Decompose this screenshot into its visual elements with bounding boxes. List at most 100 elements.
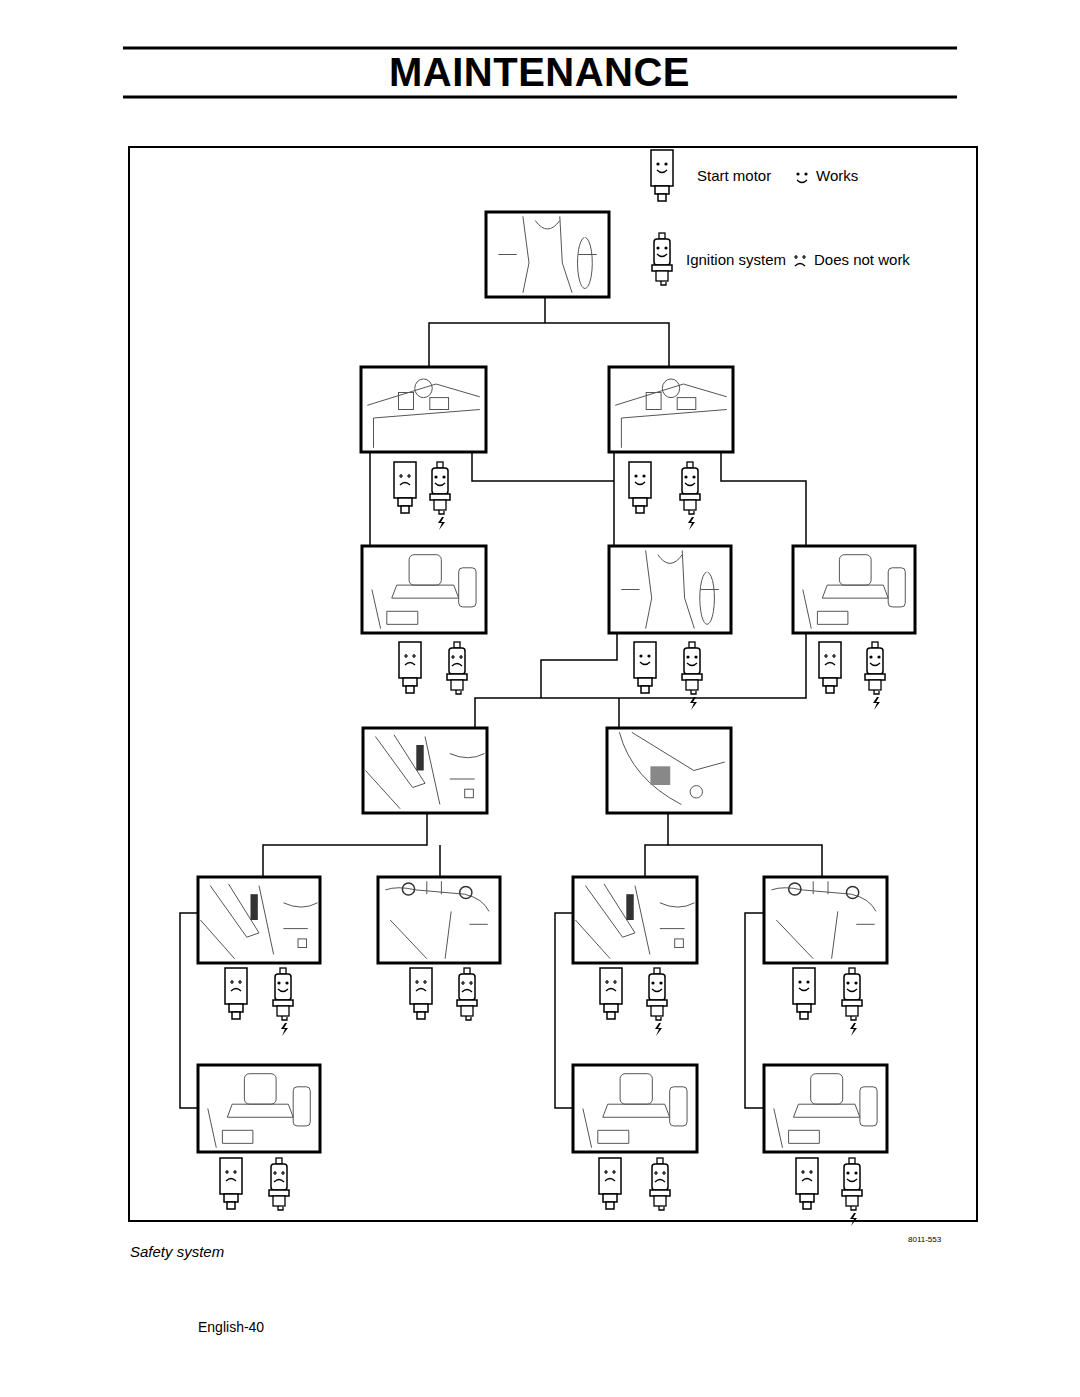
switch-sketch	[430, 398, 449, 410]
tank-sketch	[293, 1087, 310, 1126]
eye	[798, 980, 801, 983]
frown	[400, 483, 410, 486]
plug-thread	[846, 1006, 858, 1016]
seat-back-sketch	[839, 555, 871, 585]
plug-insulator	[867, 648, 883, 674]
label-sketch	[298, 939, 307, 948]
header-rule	[123, 96, 957, 99]
not-working-face-symbol	[794, 255, 806, 266]
panel-sketch	[619, 732, 724, 804]
plug-hex	[652, 265, 672, 271]
motor-shaft	[417, 1012, 425, 1019]
plug-thread	[684, 500, 696, 510]
photo-box	[198, 877, 320, 963]
seat-sketch	[603, 1104, 670, 1117]
spark-plug-icon	[680, 462, 700, 530]
motor-shaft	[800, 1012, 808, 1019]
handle-sketch	[626, 894, 633, 920]
plug-electrode	[282, 1016, 287, 1020]
photo-box	[764, 877, 887, 963]
plug-thread	[654, 1196, 666, 1206]
plug-insulator	[682, 468, 698, 494]
frown	[416, 989, 426, 992]
start-motor-icon	[399, 642, 421, 693]
plug-terminal	[654, 968, 660, 974]
flow-line	[541, 633, 617, 698]
knob-sketch	[662, 379, 679, 398]
plug-terminal	[276, 1158, 282, 1164]
cross-eye	[604, 1170, 608, 1174]
switch-sketch	[646, 393, 661, 410]
smile	[278, 989, 288, 992]
spark-plug-icon	[842, 1158, 862, 1226]
cross-eye	[281, 1171, 285, 1175]
page-title: MAINTENANCE	[389, 52, 690, 92]
tank-sketch	[860, 1087, 877, 1126]
seat-back-sketch	[811, 1074, 843, 1104]
plug-insulator	[654, 239, 670, 265]
motor-shaft	[607, 1012, 615, 1019]
seat-sketch	[793, 1104, 859, 1117]
photo-box	[573, 1065, 697, 1152]
label-sketch	[675, 939, 684, 948]
seat-back-sketch	[244, 1074, 276, 1104]
plug-electrode	[466, 1016, 471, 1020]
flow-line	[429, 323, 669, 367]
motor-shaft	[641, 686, 649, 693]
spark-plug-icon	[647, 968, 667, 1036]
cross-eye	[230, 980, 234, 984]
plug-terminal	[464, 968, 470, 974]
frown	[802, 1179, 812, 1182]
start-motor-icon	[819, 642, 841, 693]
console-sketch	[774, 1109, 820, 1148]
photo-box	[198, 1065, 320, 1152]
plug-electrode	[851, 1206, 856, 1210]
eye	[806, 980, 809, 983]
photo-frame	[362, 546, 486, 633]
motor-shaft	[636, 506, 644, 513]
plug-terminal	[849, 968, 855, 974]
flow-line	[645, 813, 668, 877]
spark-plug-icon	[842, 968, 862, 1036]
cross-eye	[415, 980, 419, 984]
plug-insulator	[684, 648, 700, 674]
motor-body	[394, 462, 416, 498]
flow-line	[668, 845, 822, 877]
arrow-symbol	[427, 881, 442, 894]
cross-eye	[654, 1171, 658, 1175]
photo-box	[362, 546, 486, 633]
arrow-symbol	[813, 881, 828, 894]
plug-insulator	[432, 468, 448, 494]
cross-eye	[605, 980, 609, 984]
cross-eye	[613, 980, 617, 984]
console-sketch	[372, 590, 418, 629]
plug-hex	[430, 494, 450, 500]
plug-insulator	[449, 648, 465, 674]
plug-insulator	[459, 974, 475, 1000]
start-motor-icon	[225, 968, 247, 1019]
motor-flange	[800, 1194, 814, 1202]
motor-body	[634, 642, 656, 678]
photo-frame	[486, 212, 609, 297]
start-motor-icon	[629, 462, 651, 513]
plug-thread	[277, 1006, 289, 1016]
knob-sketch	[690, 786, 702, 798]
smile	[847, 989, 857, 992]
figure-code: 8011-553	[908, 1235, 941, 1245]
cross-eye	[404, 654, 408, 658]
frown	[231, 989, 241, 992]
plug-hex	[647, 1000, 667, 1006]
spark-bolt	[873, 697, 880, 710]
photo-box	[486, 212, 609, 297]
frown	[462, 990, 472, 993]
switch-sketch	[677, 398, 696, 410]
spark-bolt	[690, 697, 697, 710]
motor-flange	[403, 678, 417, 686]
spark-plug-icon	[430, 462, 450, 530]
motor-body	[225, 968, 247, 1004]
plug-terminal	[849, 1158, 855, 1164]
plug-terminal	[657, 1158, 663, 1164]
eye	[434, 475, 437, 478]
flow-line	[618, 698, 620, 728]
plug-terminal	[659, 233, 665, 239]
